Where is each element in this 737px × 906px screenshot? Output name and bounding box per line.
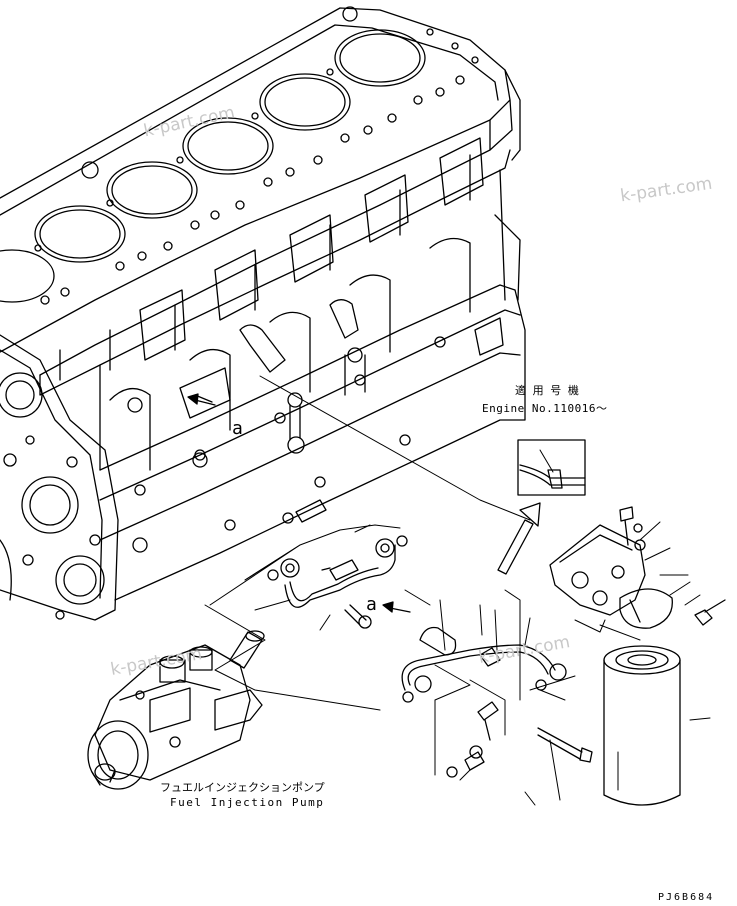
callout-a-label-pipe: a bbox=[366, 594, 377, 615]
bolts bbox=[282, 499, 593, 778]
fuel-filter-cartridge bbox=[603, 645, 681, 806]
callout-a-label-block: a bbox=[232, 418, 243, 439]
applicable-en: Engine No.110016～ bbox=[482, 402, 608, 415]
fuel-filter-head bbox=[549, 506, 726, 629]
applicability-inset bbox=[517, 439, 586, 496]
detail-arrow bbox=[497, 502, 541, 575]
fuel-pipes bbox=[267, 535, 567, 703]
callout-a-arrows bbox=[187, 393, 411, 613]
pump-label-jp: フュエルインジェクションポンプ bbox=[160, 781, 325, 794]
leader-lines bbox=[204, 375, 711, 806]
cylinder-block bbox=[0, 6, 526, 621]
fuel-injection-pump bbox=[87, 630, 265, 790]
drawing-code: PJ6B684 bbox=[658, 892, 715, 903]
applicable-jp: 適 用 号 機 bbox=[515, 384, 579, 397]
pump-label-en: Fuel Injection Pump bbox=[170, 796, 325, 809]
